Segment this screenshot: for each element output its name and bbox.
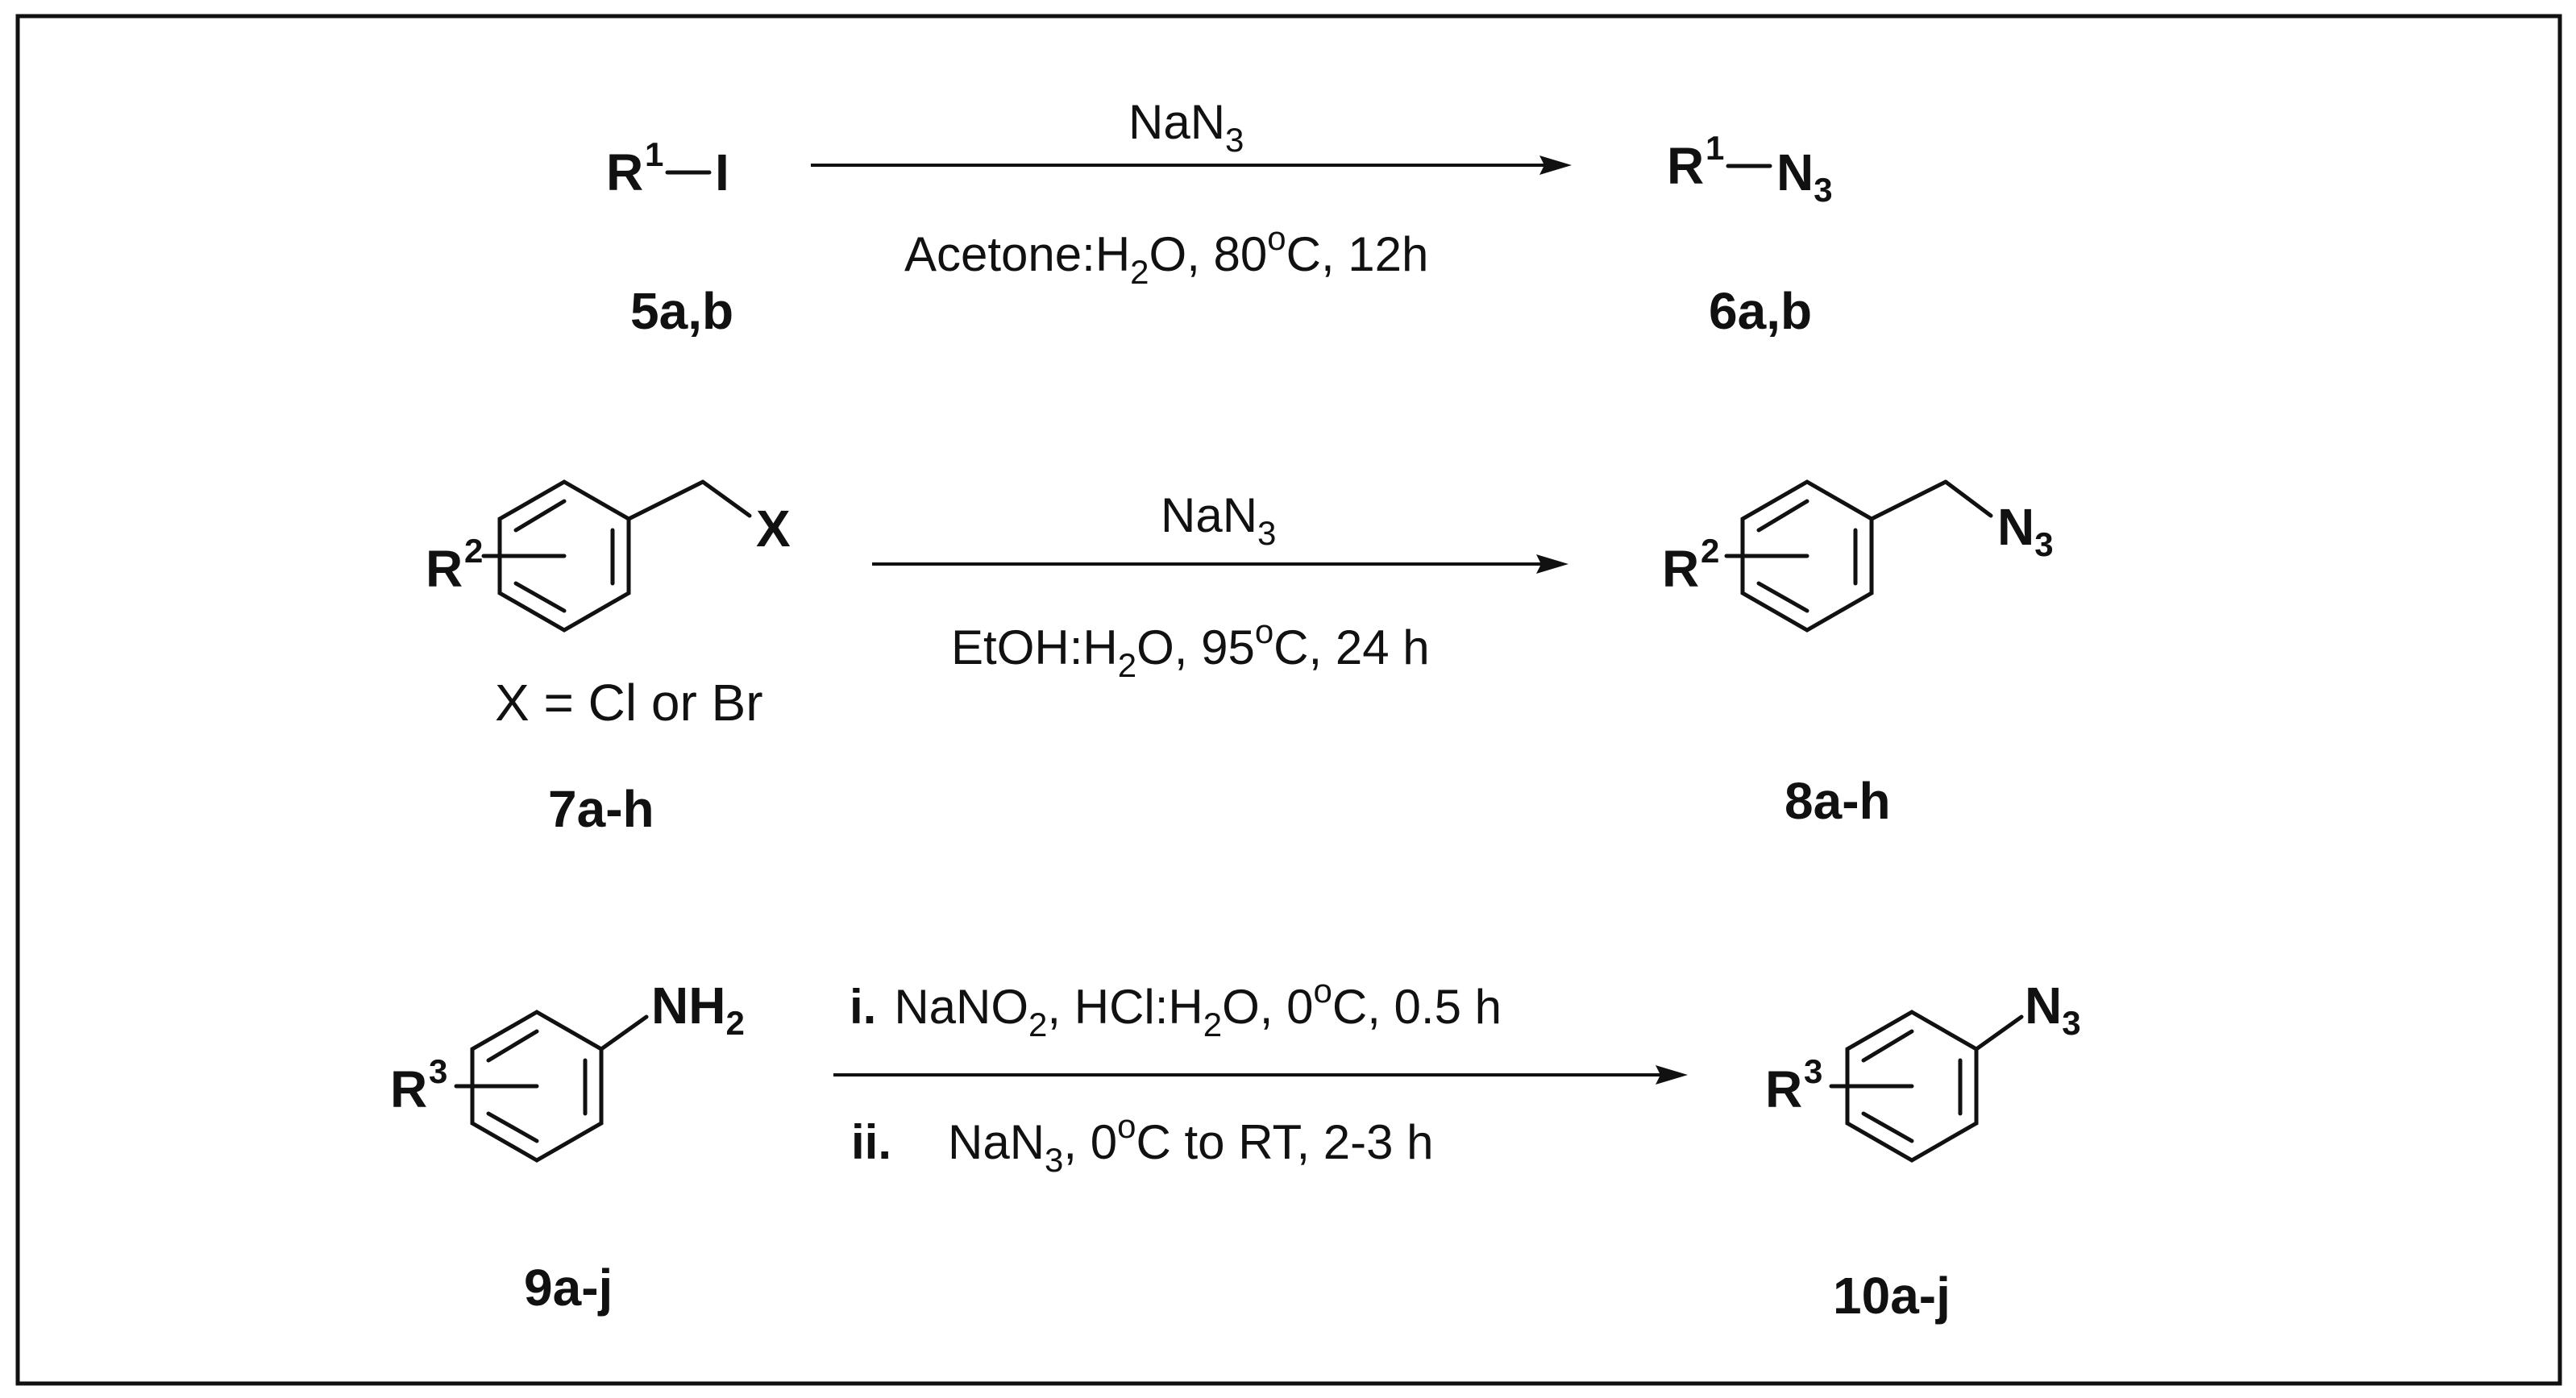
r2-product-azide: N3 xyxy=(1997,498,2054,563)
r1-conditions: Acetone:H2O, 80oC, 12h xyxy=(904,219,1428,291)
r3-product-inner-bond-3 xyxy=(1861,1111,1914,1143)
r1-product-r-superscript: 1 xyxy=(1706,129,1724,167)
r2-reactant-label: 7a-h xyxy=(548,780,654,838)
r3-reactant-r-superscript: 3 xyxy=(429,1052,447,1090)
scheme-frame xyxy=(15,14,2562,1386)
r3-reactant-amine: NH2 xyxy=(651,977,745,1042)
r3-reactant-r: R xyxy=(390,1060,427,1118)
r3-arrow-head xyxy=(1656,1065,1688,1085)
r2-reactant-inner-bond-3 xyxy=(513,581,567,613)
r1-arrow-head xyxy=(1539,156,1572,175)
r2-product-inner-bond-3 xyxy=(1756,581,1809,613)
r3-reactant-amine-bond xyxy=(599,1014,649,1052)
r2-product-ch2-bond-1 xyxy=(1869,479,1948,521)
r3-product-r: R xyxy=(1765,1060,1802,1118)
r3-step-2: ii.NaN3, 0oC to RT, 2-3 h xyxy=(851,1107,1434,1179)
r1-product-r: R xyxy=(1667,137,1704,195)
r2-product-label: 8a-h xyxy=(1785,772,1891,830)
r2-product-ch2-bond-2 xyxy=(1943,479,1993,518)
r3-reactant-inner-bond-3 xyxy=(486,1111,539,1143)
r2-product-r-superscript: 2 xyxy=(1701,532,1719,570)
r3-step-1: i.NaNO2, HCl:H2O, 0oC, 0.5 h xyxy=(850,972,1502,1043)
r2-product-r: R xyxy=(1662,540,1699,598)
r3-reactant-inner-bond-1 xyxy=(486,1029,539,1063)
r2-reactant-r: R xyxy=(426,540,463,598)
r1-reactant-r-superscript: 1 xyxy=(645,135,663,173)
r2-product-structure: N3 R 2 xyxy=(1662,479,2054,633)
r3-reactant-structure: NH2 R 3 xyxy=(390,977,745,1163)
r2-reactant-ch2-bond-2 xyxy=(700,479,752,518)
r3-product-r-superscript: 3 xyxy=(1804,1052,1822,1090)
r1-product-azide: N3 xyxy=(1776,143,1833,209)
r2-reactant-ch2-bond-1 xyxy=(626,479,705,521)
r3-product-azide: N3 xyxy=(2025,977,2081,1042)
reaction-2: X R 2 X = Cl or Br NaN3 EtOH:H2O, 95oC, … xyxy=(426,479,2054,838)
r3-reactant-label: 9a-j xyxy=(524,1259,613,1317)
r2-reactant-structure: X R 2 xyxy=(426,479,791,633)
r2-conditions: EtOH:H2O, 95oC, 24 h xyxy=(951,612,1430,684)
reaction-3: NH2 R 3 i.NaNO2, HCl:H2O, 0oC, 0.5 h ii.… xyxy=(390,972,2081,1325)
r2-reagent: NaN3 xyxy=(1161,488,1276,552)
r1-reactant-label: 5a,b xyxy=(630,282,733,340)
r2-product-inner-bond-1 xyxy=(1756,499,1809,533)
r2-reactant-inner-bond-1 xyxy=(513,499,567,533)
r2-leaving-group-note: X = Cl or Br xyxy=(495,674,763,732)
r1-reagent: NaN3 xyxy=(1128,95,1244,159)
r1-reactant-iodine: I xyxy=(715,143,729,201)
r3-product-structure: N3 R 3 xyxy=(1765,977,2081,1163)
reaction-1: R 1 I NaN3 Acetone:H2O, 80oC, 12h R 1 N3… xyxy=(606,95,1833,340)
r1-product-label: 6a,b xyxy=(1709,282,1812,340)
r2-arrow-head xyxy=(1536,554,1568,574)
r3-product-azide-bond xyxy=(1974,1014,2024,1052)
r2-reactant-leaving-group: X xyxy=(756,500,791,558)
r3-product-inner-bond-1 xyxy=(1861,1029,1914,1063)
r1-reactant-r: R xyxy=(606,143,643,201)
r3-product-label: 10a-j xyxy=(1833,1267,1951,1325)
r2-reactant-r-superscript: 2 xyxy=(464,532,483,570)
